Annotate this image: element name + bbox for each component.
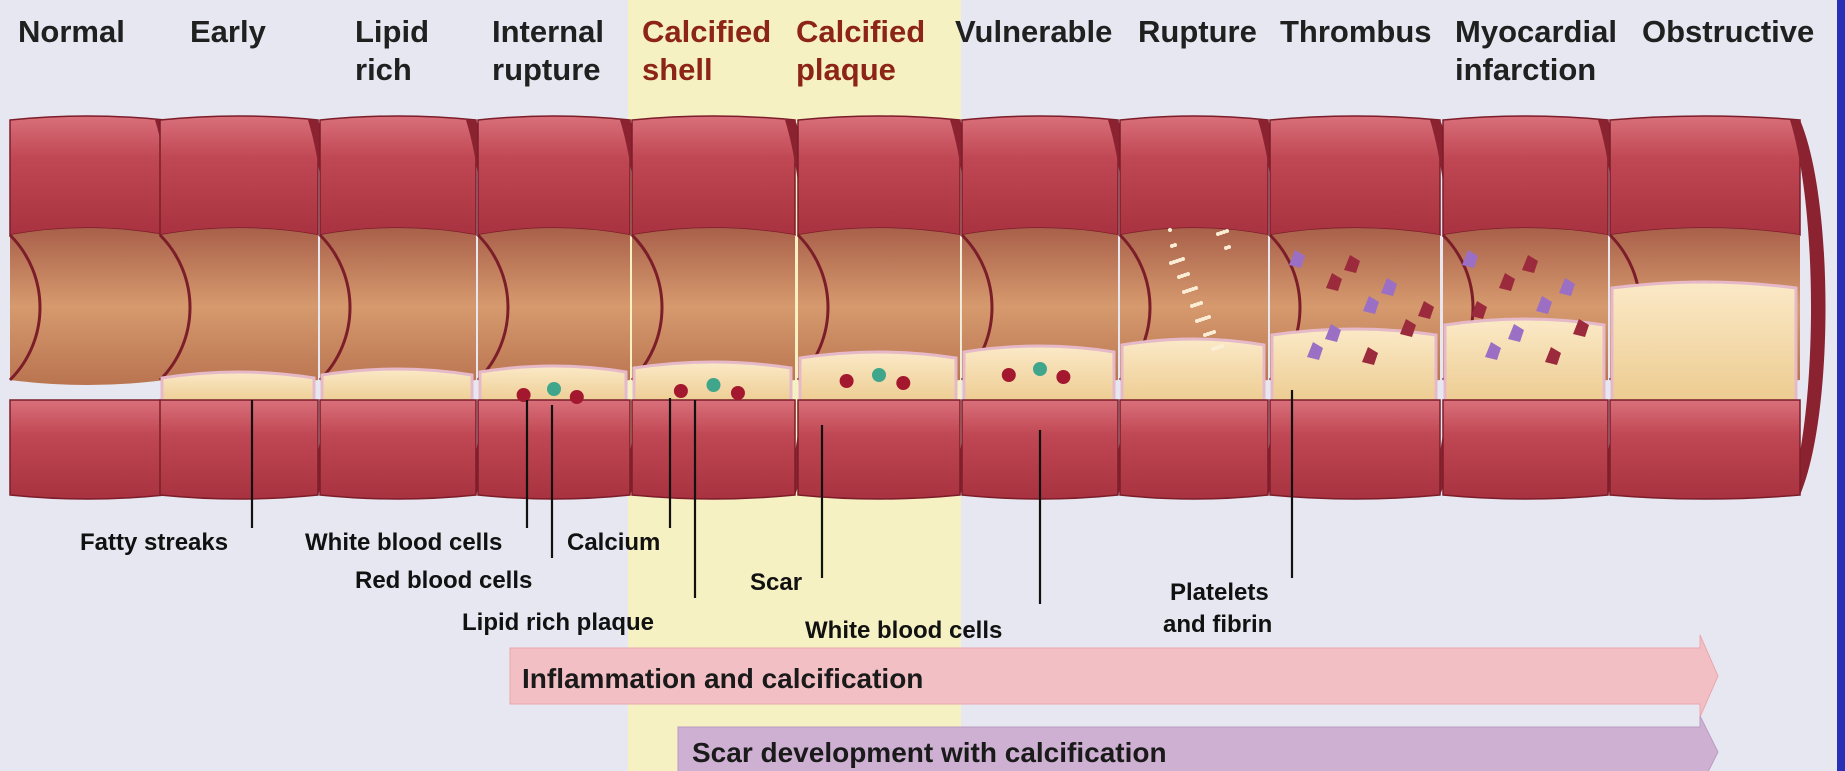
stage-title-calcified-plaque: Calcified xyxy=(796,14,925,49)
blood-cell-icon xyxy=(517,388,531,402)
blood-cell-icon xyxy=(570,390,584,404)
vessel-segment-vulnerable xyxy=(962,116,1144,499)
blood-cell-icon xyxy=(1002,368,1016,382)
platelet-dot-icon xyxy=(1177,275,1181,279)
blood-cell-icon xyxy=(896,376,910,390)
vessel-segment-lipid-rich xyxy=(320,116,502,499)
stage-title-rupture: Rupture xyxy=(1138,14,1257,49)
blood-cell-icon xyxy=(674,384,688,398)
vessel-segment-myocardial-infarction xyxy=(1443,116,1634,499)
stage-subtitle-calcified-plaque: plaque xyxy=(796,52,896,87)
stage-title-myocardial-infarction: Myocardial xyxy=(1455,14,1617,49)
blood-cell-icon xyxy=(707,378,721,392)
stage-title-vulnerable: Vulnerable xyxy=(955,14,1112,49)
vessel-segment-internal-rupture xyxy=(478,116,656,499)
platelet-dot-icon xyxy=(1224,246,1228,250)
platelet-dot-icon xyxy=(1168,228,1172,232)
stage-title-lipid-rich: Lipid xyxy=(355,14,429,49)
platelet-dot-icon xyxy=(1203,333,1207,337)
platelet-dot-icon xyxy=(1216,232,1220,236)
stage-title-normal: Normal xyxy=(18,14,125,49)
vessel-segment-calcified-plaque xyxy=(798,116,986,499)
callout-white-blood-cells-2: White blood cells xyxy=(805,617,1002,644)
vessel-segment-obstructive xyxy=(1610,116,1826,499)
vessel-segments xyxy=(10,116,1826,499)
callout-fatty-streaks: Fatty streaks xyxy=(80,529,228,556)
platelet-dot-icon xyxy=(1211,347,1215,351)
callout-lipid-rich-plaque: Lipid rich plaque xyxy=(462,609,654,636)
callout-calcium: Calcium xyxy=(567,529,660,556)
vessel-segment-rupture xyxy=(1120,116,1294,499)
vessel-segment-calcified-shell xyxy=(632,116,821,499)
stage-subtitle-internal-rupture: rupture xyxy=(492,52,601,87)
blood-cell-icon xyxy=(872,368,886,382)
blood-cell-icon xyxy=(840,374,854,388)
callout-scar: Scar xyxy=(750,569,802,596)
stage-subtitle-calcified-shell: shell xyxy=(642,52,713,87)
stage-title-obstructive: Obstructive xyxy=(1642,14,1814,49)
inflammation-arrow-label: Inflammation and calcification xyxy=(522,663,923,694)
vessel-segment-thrombus xyxy=(1270,116,1466,499)
platelet-dot-icon xyxy=(1169,261,1173,265)
stage-subtitle-myocardial-infarction: infarction xyxy=(1455,52,1596,87)
stage-title-calcified-shell: Calcified xyxy=(642,14,771,49)
stage-title-internal-rupture: Internal xyxy=(492,14,604,49)
frame-right-edge xyxy=(1837,0,1845,771)
blood-cell-icon xyxy=(1033,362,1047,376)
stage-title-thrombus: Thrombus xyxy=(1280,14,1432,49)
blood-cell-icon xyxy=(731,386,745,400)
stage-subtitle-lipid-rich: rich xyxy=(355,52,412,87)
callout-white-blood-cells-1: White blood cells xyxy=(305,529,502,556)
platelet-dot-icon xyxy=(1182,290,1186,294)
blood-cell-icon xyxy=(1056,370,1070,384)
platelet-dot-icon xyxy=(1190,304,1194,308)
stage-title-early: Early xyxy=(190,14,267,49)
callout-platelets: Platelets xyxy=(1170,579,1269,606)
blood-cell-icon xyxy=(547,382,561,396)
platelet-dot-icon xyxy=(1170,244,1174,248)
platelet-dot-icon xyxy=(1195,319,1199,323)
callout-and-fibrin: and fibrin xyxy=(1163,611,1272,638)
callout-red-blood-cells: Red blood cells xyxy=(355,567,532,594)
scar-development-arrow-label: Scar development with calcification xyxy=(692,737,1167,768)
